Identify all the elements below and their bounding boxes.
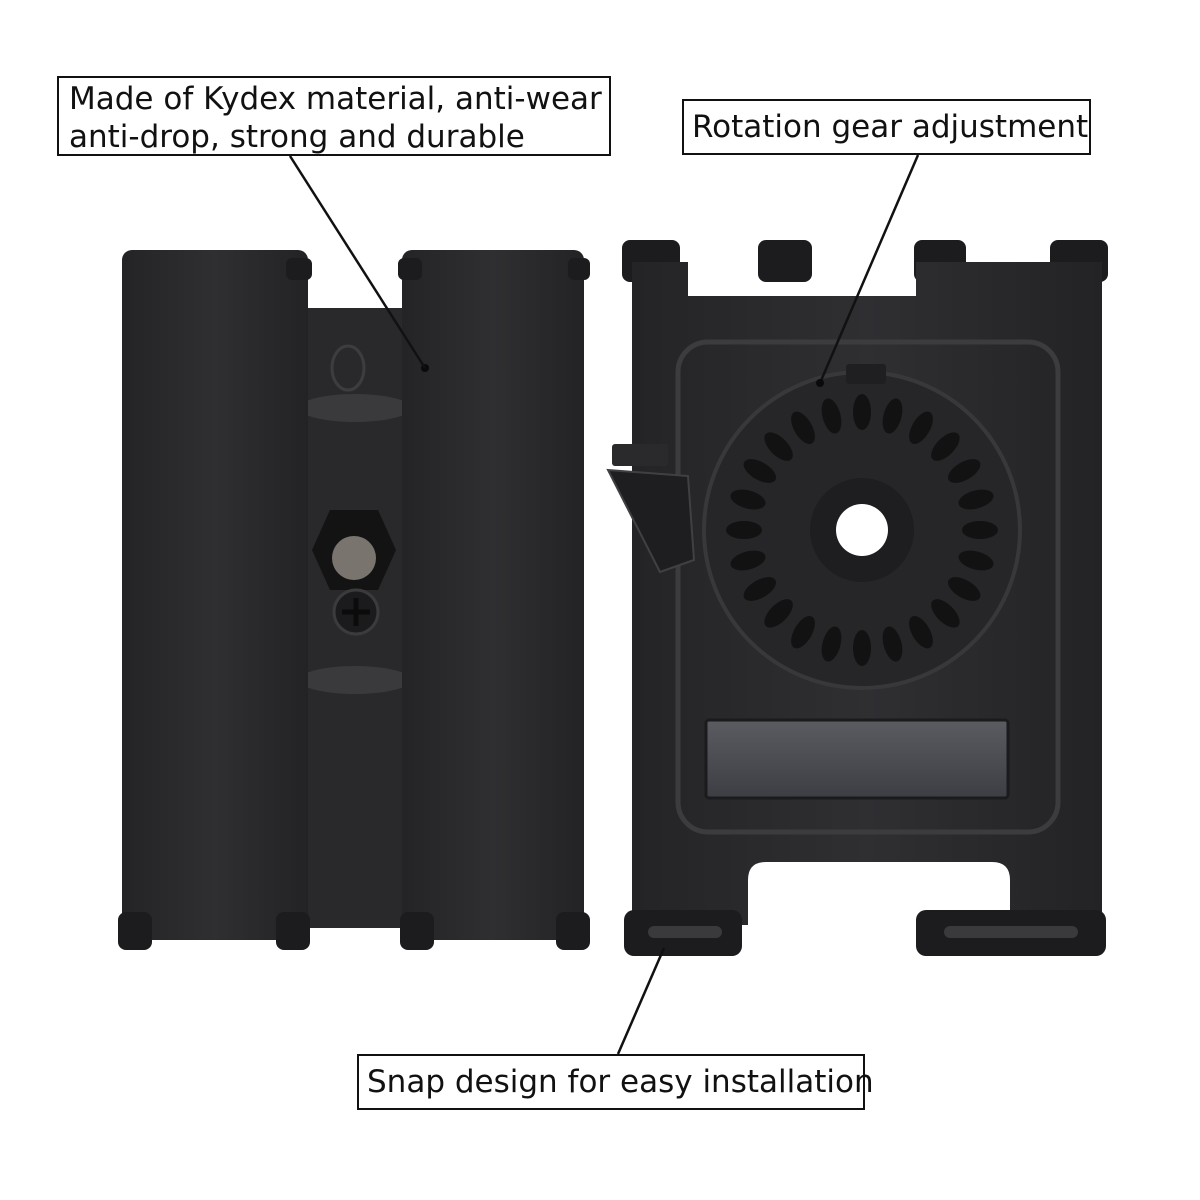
left-knob-br: [276, 912, 310, 950]
clip-front-view: [606, 240, 1108, 956]
gear-tooth: [931, 432, 960, 461]
gear-tooth: [743, 577, 777, 601]
callout-snap-text: Snap design for easy installation: [367, 1064, 874, 1100]
callout-rotation-text: Rotation gear adjustment: [692, 109, 1089, 145]
gear-tooth: [730, 489, 766, 510]
gear-tooth: [882, 398, 903, 434]
back-panel-right: [402, 250, 584, 940]
label-strip: [704, 718, 1010, 800]
gear-tooth: [882, 626, 903, 662]
leader-line-rotation: [818, 154, 920, 384]
gear-tooth: [791, 411, 815, 445]
callout-material-line1: Made of Kydex material, anti-wear: [69, 81, 602, 117]
right-knob-tr: [568, 258, 590, 280]
left-knob-bl: [118, 912, 152, 950]
gear-tooth: [909, 615, 933, 649]
gear-tooth: [853, 630, 871, 666]
snap-slot-right: [944, 926, 1078, 938]
gear-tooth: [962, 521, 998, 539]
leader-line-material: [288, 155, 427, 369]
gear-tooth: [791, 615, 815, 649]
callout-rotation: Rotation gear adjustment: [682, 99, 1091, 155]
callout-material: Made of Kydex material, anti-wear anti-d…: [57, 76, 611, 156]
gear-tooth: [764, 432, 793, 461]
gear-tooth: [821, 626, 842, 662]
gear-tooth: [743, 459, 777, 483]
back-panel-left: [122, 250, 308, 940]
leader-line-snap: [616, 947, 666, 1055]
leader-dot-2: [816, 379, 824, 387]
screw-slot: [342, 598, 370, 626]
gear-hole: [836, 504, 888, 556]
side-latch: [606, 468, 696, 574]
callout-snap: Snap design for easy installation: [357, 1054, 874, 1110]
gear-tooth: [726, 521, 762, 539]
plate-inner-border: [675, 339, 1061, 835]
snap-slot-left: [648, 926, 722, 938]
clip-back-view: [118, 250, 590, 950]
gear-tooth: [958, 550, 994, 571]
gear-tooth: [764, 599, 793, 628]
gear-tooth: [947, 459, 981, 483]
left-knob-tl: [286, 258, 312, 280]
gear-tooth: [730, 550, 766, 571]
gear-tooth: [947, 577, 981, 601]
right-knob-br: [556, 912, 590, 950]
right-knob-bl: [400, 912, 434, 950]
right-knob-tl: [398, 258, 422, 280]
gear-tooth: [931, 599, 960, 628]
top-tab-2: [758, 240, 812, 282]
gear-tooth: [958, 489, 994, 510]
gear-top-tab: [846, 364, 886, 384]
nut-fibers: [332, 536, 376, 580]
hub-ridge-bottom: [299, 666, 411, 694]
gear-teeth: [726, 394, 998, 666]
callout-material-line2: anti-drop, strong and durable: [69, 119, 525, 155]
gear-tooth: [853, 394, 871, 430]
latch-grip: [612, 444, 668, 466]
hub-emboss: [330, 344, 366, 392]
hub-ridge-top: [299, 394, 411, 422]
gear-tooth: [821, 398, 842, 434]
gear-tooth: [909, 411, 933, 445]
